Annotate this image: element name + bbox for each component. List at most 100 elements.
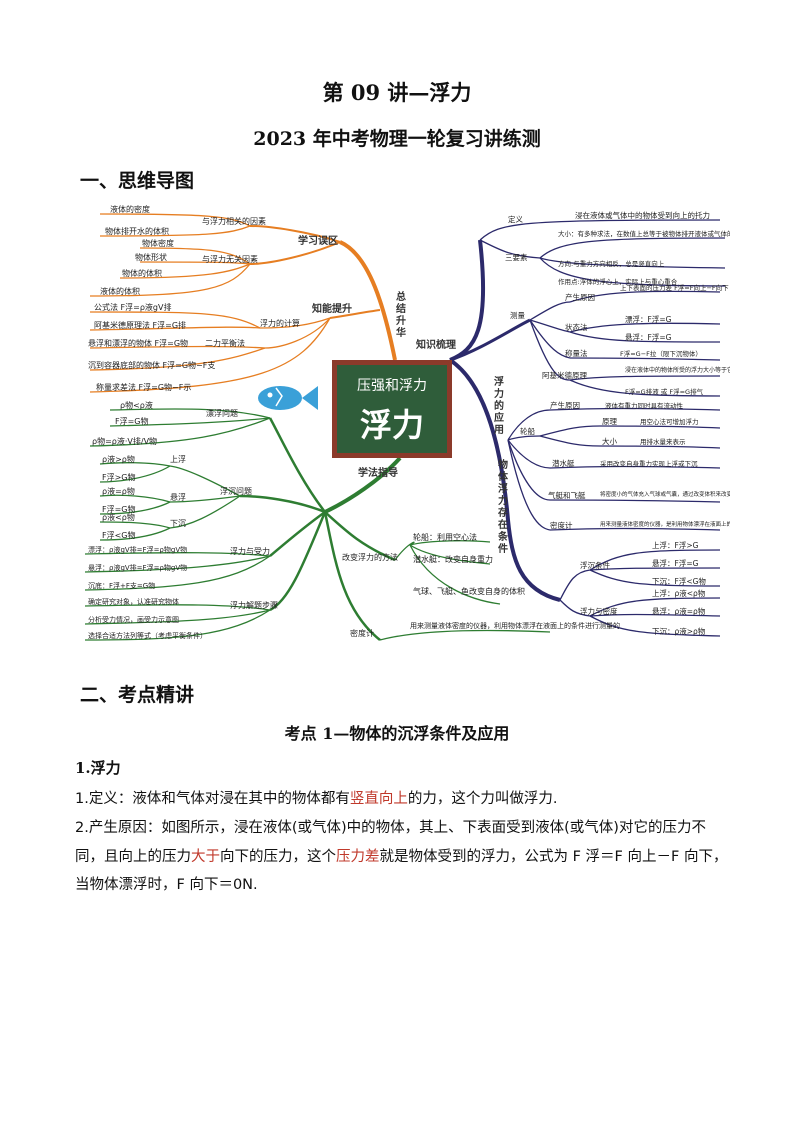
svg-text:选择合适方法列等式（考虑平衡条件）: 选择合适方法列等式（考虑平衡条件）	[88, 631, 207, 640]
hub-summary-1: 总	[396, 290, 406, 303]
highlight-greater: 大于	[191, 848, 220, 865]
svg-text:下沉: 下沉	[170, 519, 186, 528]
svg-text:液体有重力同时具有流动性: 液体有重力同时具有流动性	[605, 401, 684, 410]
highlight-vertical-up: 竖直向上	[349, 791, 408, 807]
svg-text:物体排开水的体积: 物体排开水的体积	[105, 226, 169, 236]
svg-text:用空心法可增加浮力: 用空心法可增加浮力	[640, 417, 699, 426]
mind-map: 压强和浮力 浮力 学习误区 知能提升 知识梳理 学法指导 总 结 升 华 浮 力…	[84, 204, 730, 641]
svg-text:悬浮：F浮=G: 悬浮：F浮=G	[652, 558, 699, 568]
svg-text:潜水艇: 潜水艇	[552, 458, 575, 468]
svg-text:将密度小的气体充入气球或气囊，通过改变体积来改变所受浮力大小: 将密度小的气体充入气球或气囊，通过改变体积来改变所受浮力大小，实现升降	[600, 490, 730, 498]
svg-text:力: 力	[494, 387, 504, 400]
svg-text:应: 应	[494, 411, 504, 424]
svg-text:下沉：ρ液>ρ物: 下沉：ρ液>ρ物	[652, 626, 706, 636]
svg-text:浮力与密度: 浮力与密度	[580, 606, 618, 616]
svg-text:下沉：F浮<G物: 下沉：F浮<G物	[652, 576, 706, 586]
hub-summary-2: 结	[396, 302, 406, 315]
svg-text:浮力与受力: 浮力与受力	[230, 546, 270, 556]
fish-icon	[258, 386, 318, 410]
highlight-pressure-diff: 压力差	[336, 848, 380, 865]
hub-mistakes: 学习误区	[298, 234, 338, 247]
hub-knowledge: 知识梳理	[415, 338, 456, 351]
svg-text:气艇和飞艇: 气艇和飞艇	[548, 490, 586, 500]
page-subtitle: 2023 年中考物理一轮复习讲练测	[253, 128, 541, 150]
svg-text:用来测量液体密度的仪器，利用物体漂浮在液面上的条件进行测量的: 用来测量液体密度的仪器，利用物体漂浮在液面上的条件进行测量的	[410, 621, 620, 630]
hub-summary-4: 华	[396, 326, 406, 339]
svg-text:阿基米德原理法 F浮=G排: 阿基米德原理法 F浮=G排	[94, 320, 186, 330]
svg-text:浮力解题步骤: 浮力解题步骤	[230, 600, 278, 610]
svg-text:采用改变自身重力实现上浮或下沉: 采用改变自身重力实现上浮或下沉	[600, 459, 698, 468]
svg-text:测量: 测量	[510, 311, 525, 320]
svg-text:潜水艇：改变自身重力: 潜水艇：改变自身重力	[413, 554, 493, 564]
svg-text:用: 用	[493, 424, 504, 436]
kaodian-subheading: 1.浮力	[75, 759, 121, 777]
svg-text:确定研究对象，认准研究物体: 确定研究对象，认准研究物体	[88, 597, 179, 606]
paragraph-definition: 1.定义：液体和气体对浸在其中的物体都有竖直向上的力，这个力叫做浮力.	[75, 791, 558, 807]
svg-text:体: 体	[498, 470, 509, 483]
svg-text:上下表面的压力差 F浮=F向上−F向下: 上下表面的压力差 F浮=F向上−F向下	[620, 283, 729, 292]
svg-text:用排水量来表示: 用排水量来表示	[640, 437, 686, 446]
svg-text:上浮：F浮>G: 上浮：F浮>G	[652, 540, 699, 550]
svg-text:公式法 F浮=ρ液gV排: 公式法 F浮=ρ液gV排	[94, 302, 171, 312]
center-board: 压强和浮力 浮力	[332, 360, 452, 458]
svg-text:件: 件	[498, 542, 508, 555]
svg-text:悬浮: 悬浮	[170, 492, 186, 502]
svg-text:称量求差法 F浮=G物−F示: 称量求差法 F浮=G物−F示	[96, 382, 191, 392]
svg-text:作用点:浮体的浮心上，实际上与重心重合: 作用点:浮体的浮心上，实际上与重心重合	[558, 277, 678, 286]
svg-text:大小: 大小	[602, 436, 617, 446]
svg-text:力: 力	[498, 494, 508, 507]
svg-text:悬浮：ρ液=ρ物: 悬浮：ρ液=ρ物	[652, 606, 706, 616]
svg-text:悬浮：F浮=G: 悬浮：F浮=G	[625, 332, 672, 342]
page-title: 第 09 讲—浮力	[322, 80, 472, 105]
svg-text:分析受力情况，画受力示意图: 分析受力情况，画受力示意图	[88, 615, 179, 624]
svg-text:沉到容器底部的物体 F浮=G物−F支: 沉到容器底部的物体 F浮=G物−F支	[88, 360, 215, 370]
svg-text:轮船: 轮船	[520, 426, 535, 436]
paragraph-cause: 2.产生原因：如图所示，浸在液体(或气体)中的物体，其上、下表面受到液体(或气体…	[75, 820, 728, 893]
hub-method: 学法指导	[358, 466, 398, 479]
svg-text:大小：有多种求法，在数值上总等于被物体排开液体或气体的重力大: 大小：有多种求法，在数值上总等于被物体排开液体或气体的重力大小	[558, 229, 730, 238]
svg-text:上浮: 上浮	[170, 454, 186, 464]
svg-text:三要素: 三要素	[505, 252, 528, 262]
section-heading-mindmap: 一、思维导图	[80, 170, 195, 192]
svg-text:密度计: 密度计	[350, 628, 374, 638]
svg-text:原理: 原理	[602, 417, 617, 426]
svg-text:F浮=G物: F浮=G物	[102, 504, 136, 514]
svg-text:ρ液=ρ物: ρ液=ρ物	[102, 486, 135, 496]
svg-text:在: 在	[498, 518, 508, 531]
svg-text:F浮>G物: F浮>G物	[102, 472, 136, 482]
svg-text:漂浮问题: 漂浮问题	[206, 408, 238, 418]
svg-text:悬浮：ρ液gV排=F浮=ρ物gV物: 悬浮：ρ液gV排=F浮=ρ物gV物	[88, 563, 187, 572]
svg-text:上浮：ρ液<ρ物: 上浮：ρ液<ρ物	[652, 588, 706, 598]
svg-text:液体的体积: 液体的体积	[100, 286, 140, 296]
svg-text:悬浮和漂浮的物体 F浮=G物: 悬浮和漂浮的物体 F浮=G物	[88, 338, 188, 348]
svg-text:二力平衡法: 二力平衡法	[205, 338, 245, 348]
svg-text:漂浮：F浮=G: 漂浮：F浮=G	[625, 314, 672, 324]
center-top-label: 压强和浮力	[357, 378, 427, 394]
svg-text:ρ液<ρ物: ρ液<ρ物	[102, 512, 135, 522]
svg-text:物体的体积: 物体的体积	[122, 268, 162, 278]
svg-text:气球、飞艇、鱼改变自身的体积: 气球、飞艇、鱼改变自身的体积	[413, 586, 525, 596]
svg-text:定义: 定义	[508, 214, 523, 224]
section-heading-kaodian: 二、考点精讲	[80, 684, 195, 706]
kaodian-title: 考点 1—物体的沉浮条件及应用	[284, 724, 510, 743]
svg-text:物: 物	[498, 458, 508, 471]
svg-text:轮船：利用空心法: 轮船：利用空心法	[413, 532, 477, 542]
svg-text:浮: 浮	[494, 375, 504, 388]
svg-text:ρ物=ρ液·V排/V物: ρ物=ρ液·V排/V物	[92, 436, 157, 446]
svg-text:F浮=G物: F浮=G物	[115, 416, 149, 426]
svg-text:物体形状: 物体形状	[135, 252, 167, 262]
svg-text:产生原因: 产生原因	[550, 400, 580, 410]
svg-text:用来测量液体密度的仪器，是利用物体漂浮在液面上的条件进行测量: 用来测量液体密度的仪器，是利用物体漂浮在液面上的条件进行测量的	[600, 520, 730, 528]
center-main-label: 浮力	[360, 406, 424, 444]
svg-text:浮: 浮	[498, 482, 508, 495]
svg-text:浮沉条件: 浮沉条件	[580, 560, 610, 570]
svg-text:状态法: 状态法	[565, 322, 588, 332]
svg-text:改变浮力的方法: 改变浮力的方法	[342, 552, 398, 562]
svg-text:ρ物<ρ液: ρ物<ρ液	[120, 400, 153, 410]
svg-text:称量法: 称量法	[565, 348, 588, 358]
svg-text:浸在液体或气体中的物体受到向上的托力: 浸在液体或气体中的物体受到向上的托力	[575, 210, 710, 220]
svg-text:F浮<G物: F浮<G物	[102, 530, 136, 540]
hub-summary-3: 升	[396, 314, 406, 327]
svg-text:F浮=G−F拉（限下沉物体）: F浮=G−F拉（限下沉物体）	[620, 349, 702, 358]
svg-text:条: 条	[497, 530, 509, 543]
